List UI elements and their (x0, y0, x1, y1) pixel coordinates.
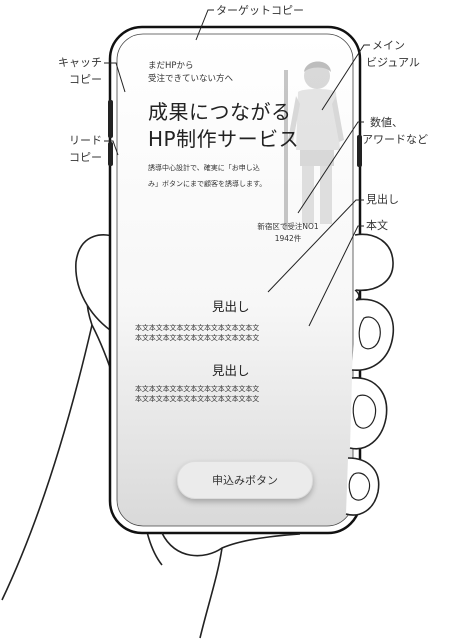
leader-body (308, 225, 364, 327)
hand-wrist-left (1, 324, 93, 601)
annotation-lead-copy: リード コピー (50, 132, 102, 166)
annotation-catch-copy-line-1: キャッチ (58, 56, 102, 69)
lead-copy-line-1: 誘導中心設計で、確実に「お申し込 (148, 164, 260, 172)
annotation-numbers-awards: 数値、 アワードなど (362, 114, 428, 148)
hand-thumb (75, 234, 119, 331)
phone-side-button-left-2 (108, 142, 113, 166)
hand-finger-2-nail (358, 316, 381, 350)
hand-finger-3-nail (352, 394, 377, 429)
annotation-numbers-awards-line-1: 数値、 (370, 116, 403, 129)
hand-finger-joint (354, 289, 360, 301)
leader-heading (267, 199, 364, 293)
leader-lead (104, 140, 119, 156)
section-body-2-line-1: 本文本文本文本文本文本文本文本文本文 (135, 385, 260, 393)
hand-finger-4-nail (348, 472, 371, 501)
annotation-main-visual: メイン ビジュアル (366, 37, 420, 71)
annotation-heading: 見出し (366, 193, 399, 206)
annotation-catch-copy-line-2: コピー (69, 73, 102, 86)
target-copy-text: まだHPから 受注できていない方へ (148, 60, 233, 86)
catch-copy-line-1: 成果につながる (148, 100, 292, 124)
annotation-body-text: 本文 (366, 219, 388, 232)
catch-copy-text: 成果につながる HP制作サービス (148, 99, 299, 153)
hand-bottom (161, 532, 301, 557)
phone-screen (116, 33, 354, 527)
target-copy-line-1: まだHPから (148, 61, 194, 71)
phone-side-button-left (108, 100, 113, 138)
lead-copy-line-2: み」ボタンにまで顧客を誘導します。 (148, 180, 267, 188)
award-text: 新宿区で受注NO1 1942件 (250, 221, 326, 245)
leader-target (195, 9, 214, 41)
target-copy-line-2: 受注できていない方へ (148, 74, 234, 84)
annotation-catch-copy: キャッチ コピー (50, 54, 102, 88)
section-heading-1: 見出し (212, 299, 250, 314)
hand-wrist-right (199, 547, 223, 639)
apply-button[interactable]: 申込みボタン (177, 461, 313, 499)
section-body-1-line-2: 本文本文本文本文本文本文本文本文本文 (135, 334, 260, 342)
annotation-main-visual-line-2: ビジュアル (366, 56, 420, 69)
leader-award (297, 121, 364, 214)
lead-copy-text: 誘導中心設計で、確実に「お申し込 み」ボタンにまで顧客を誘導します。 (148, 160, 266, 192)
phone-side-button-right (357, 135, 362, 167)
annotation-main-visual-line-1: メイン (372, 39, 405, 52)
section-heading-2: 見出し (212, 363, 250, 378)
leader-catch (104, 62, 126, 93)
annotation-numbers-awards-line-2: アワードなど (362, 133, 428, 146)
award-line-2: 1942件 (274, 234, 302, 243)
section-body-1: 本文本文本文本文本文本文本文本文本文 本文本文本文本文本文本文本文本文本文 (135, 323, 259, 343)
section-body-2-line-2: 本文本文本文本文本文本文本文本文本文 (135, 395, 260, 403)
annotation-lead-copy-line-1: リード (69, 134, 102, 147)
catch-copy-line-2: HP制作サービス (148, 127, 300, 151)
hand-finger-1 (354, 233, 394, 291)
award-line-1: 新宿区で受注NO1 (257, 222, 319, 231)
leader-main-visual (321, 44, 370, 111)
annotation-target-copy: ターゲットコピー (216, 4, 304, 17)
section-body-1-line-1: 本文本文本文本文本文本文本文本文本文 (135, 324, 260, 332)
section-body-2: 本文本文本文本文本文本文本文本文本文 本文本文本文本文本文本文本文本文本文 (135, 384, 259, 404)
annotation-lead-copy-line-2: コピー (69, 151, 102, 164)
main-visual-person (284, 61, 344, 230)
